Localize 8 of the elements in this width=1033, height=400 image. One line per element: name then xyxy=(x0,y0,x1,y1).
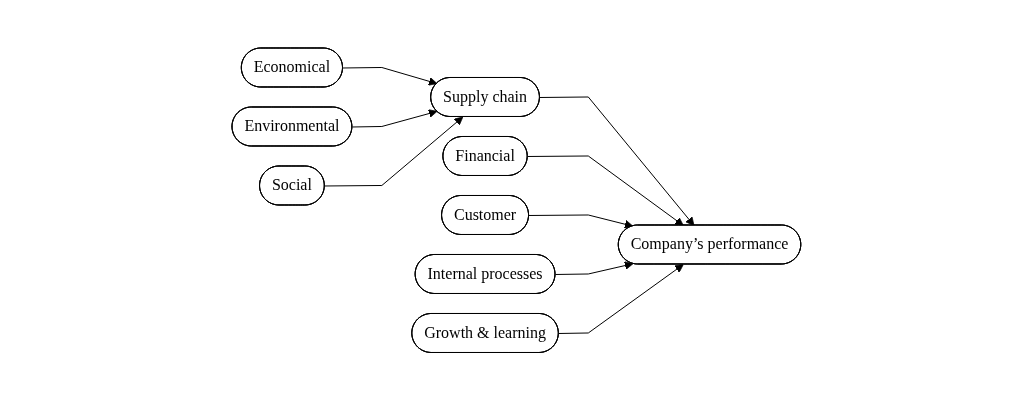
arrow xyxy=(558,263,684,334)
arrow xyxy=(342,66,438,86)
arrow xyxy=(555,261,634,275)
arrow xyxy=(528,214,634,229)
arrow xyxy=(324,116,464,187)
arrow xyxy=(539,96,695,226)
arrow xyxy=(527,155,684,226)
arrow xyxy=(351,109,438,128)
